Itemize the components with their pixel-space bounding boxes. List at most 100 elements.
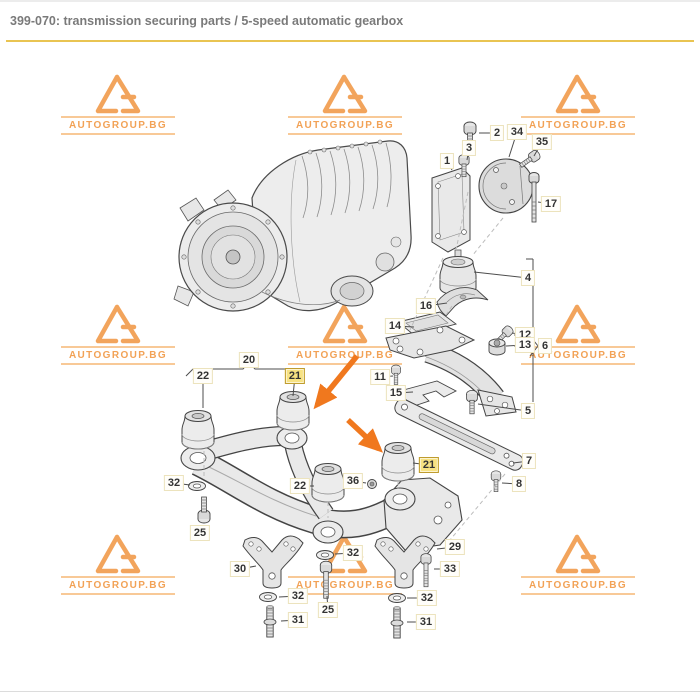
callout-22a[interactable]: 22 <box>192 368 214 384</box>
callout-8[interactable]: 8 <box>511 476 527 492</box>
callout-20[interactable]: 20 <box>238 352 260 368</box>
autogroup-logo <box>95 74 141 114</box>
callout-3[interactable]: 3 <box>461 140 477 156</box>
callout-21a[interactable]: 21 <box>284 368 306 384</box>
callout-35[interactable]: 35 <box>531 134 553 150</box>
autogroup-logo <box>322 74 368 114</box>
callout-14[interactable]: 14 <box>384 318 406 334</box>
callout-21b[interactable]: 21 <box>418 457 440 473</box>
header: 399-070: transmission securing parts / 5… <box>0 2 700 42</box>
watermark-rule <box>61 346 175 348</box>
construction-lines <box>203 191 506 541</box>
watermark-text: AUTOGROUP.BG <box>528 120 628 131</box>
bolt-part-17 <box>528 172 540 223</box>
autogroup-logo <box>95 304 141 344</box>
autogroup-logo <box>555 304 601 344</box>
autogroup-watermark: AUTOGROUP.BG <box>59 304 177 367</box>
stud-part-31-right <box>390 606 404 639</box>
watermark-text: AUTOGROUP.BG <box>295 580 395 591</box>
watermark-rule <box>521 593 635 595</box>
autogroup-watermark: AUTOGROUP.BG <box>59 534 177 597</box>
bushing-part-22-left <box>181 410 215 450</box>
callout-25a[interactable]: 25 <box>189 525 211 541</box>
callout-32d[interactable]: 32 <box>416 590 438 606</box>
page-title: 399-070: transmission securing parts / 5… <box>10 14 404 28</box>
watermark-rule <box>61 363 175 365</box>
callout-30[interactable]: 30 <box>229 561 251 577</box>
callout-25b[interactable]: 25 <box>317 602 339 618</box>
watermark-rule <box>288 576 402 578</box>
transmission-illustration <box>173 139 412 312</box>
callout-22b[interactable]: 22 <box>289 478 311 494</box>
callout-7[interactable]: 7 <box>521 453 537 469</box>
callout-6[interactable]: 6 <box>537 338 553 354</box>
stud-part-31-left <box>263 605 277 638</box>
watermark-text: AUTOGROUP.BG <box>528 580 628 591</box>
callout-32b[interactable]: 32 <box>342 545 364 561</box>
watermark-rule <box>521 363 635 365</box>
callout-32a[interactable]: 32 <box>163 475 185 491</box>
callout-31a[interactable]: 31 <box>287 612 309 628</box>
bracket-part-1 <box>431 167 471 253</box>
callout-16[interactable]: 16 <box>415 298 437 314</box>
nut-part-36 <box>367 479 377 489</box>
callout-1[interactable]: 1 <box>439 153 455 169</box>
callout-2[interactable]: 2 <box>489 125 505 141</box>
bushing-part-22-center <box>311 463 345 503</box>
autogroup-watermark: AUTOGROUP.BG <box>286 74 404 137</box>
autogroup-watermark: AUTOGROUP.BG <box>286 304 404 367</box>
callout-29[interactable]: 29 <box>444 539 466 555</box>
watermark-rule <box>288 116 402 118</box>
watermark-rule <box>61 576 175 578</box>
watermark-rule <box>61 116 175 118</box>
callout-32c[interactable]: 32 <box>287 588 309 604</box>
washer-part-32-bottom-left <box>259 592 277 602</box>
plate-part-15 <box>395 380 457 407</box>
watermark-rule <box>288 363 402 365</box>
watermark-text: AUTOGROUP.BG <box>68 350 168 361</box>
bolt-part-25-center <box>319 560 333 599</box>
engine-mount-part-4 <box>439 249 477 296</box>
autogroup-watermark: AUTOGROUP.BG <box>519 304 637 367</box>
callout-33[interactable]: 33 <box>439 561 461 577</box>
watermark-rule <box>288 133 402 135</box>
watermark-text: AUTOGROUP.BG <box>68 120 168 131</box>
watermark-text: AUTOGROUP.BG <box>295 350 395 361</box>
bolt-part-5 <box>466 389 478 415</box>
watermark-rule <box>521 346 635 348</box>
callout-36[interactable]: 36 <box>342 473 364 489</box>
callout-15[interactable]: 15 <box>385 385 407 401</box>
top-border <box>0 0 700 2</box>
y-bracket-part-30 <box>242 535 304 589</box>
watermark-rule <box>61 133 175 135</box>
bushing-part-13 <box>488 338 506 356</box>
autogroup-logo <box>555 534 601 574</box>
callout-11[interactable]: 11 <box>370 369 390 385</box>
plate-part-14 <box>397 311 458 336</box>
watermark-text: AUTOGROUP.BG <box>68 580 168 591</box>
bushing-part-21-left <box>276 391 310 431</box>
bolt-part-33 <box>420 553 432 588</box>
watermark-rule <box>521 576 635 578</box>
callout-34[interactable]: 34 <box>506 124 528 140</box>
autogroup-watermark: AUTOGROUP.BG <box>59 74 177 137</box>
callout-4[interactable]: 4 <box>520 270 536 286</box>
bottom-divider <box>0 691 700 692</box>
strap-part-7 <box>394 398 524 471</box>
subframe-part-20 <box>180 426 463 551</box>
callout-13[interactable]: 13 <box>514 337 536 353</box>
highlight-arrow <box>313 354 360 410</box>
watermark-text: AUTOGROUP.BG <box>528 350 628 361</box>
header-underline <box>6 40 694 42</box>
bolt-part-35 <box>517 148 543 171</box>
callout-31b[interactable]: 31 <box>415 614 437 630</box>
washer-part-32-left <box>188 481 206 491</box>
callout-5[interactable]: 5 <box>520 403 536 419</box>
y-bracket-part-29 <box>374 535 436 589</box>
autogroup-logo <box>95 534 141 574</box>
callout-17[interactable]: 17 <box>540 196 562 212</box>
support-bracket-part-6 <box>385 325 517 417</box>
